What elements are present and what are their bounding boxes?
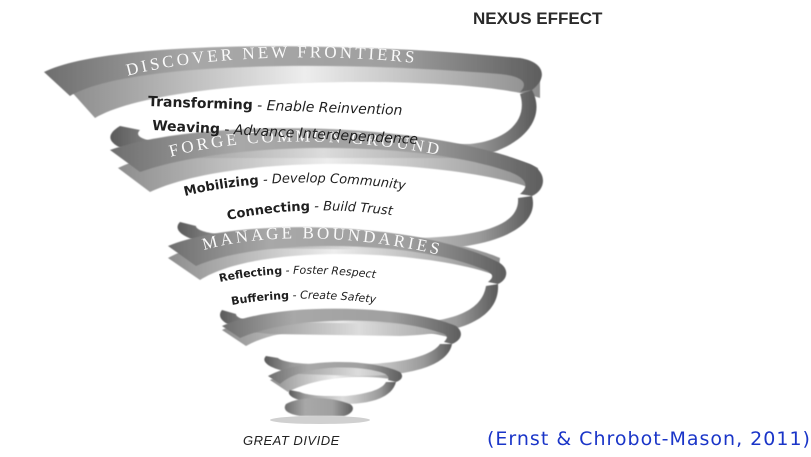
item-connecting: Connecting - Build Trust — [226, 199, 395, 224]
base-label: GREAT DIVIDE — [243, 433, 340, 448]
citation: (Ernst & Chrobot-Mason, 2011) — [487, 428, 811, 450]
spiral-graphic: NEXUS EFFECT DISCOVER NEW FRONTIERS FORG… — [44, 9, 603, 448]
base-shadow — [270, 416, 370, 424]
item-mobilizing: Mobilizing - Develop Community — [182, 171, 406, 199]
item-reflecting: Reflecting - Foster Respect — [218, 264, 377, 285]
diagram-title: NEXUS EFFECT — [473, 9, 603, 28]
item-buffering: Buffering - Create Safety — [230, 289, 377, 308]
ribbon-lower-coils — [222, 308, 461, 416]
nexus-effect-diagram: NEXUS EFFECT DISCOVER NEW FRONTIERS FORG… — [44, 9, 810, 450]
item-transforming: Transforming - Enable Reinvention — [148, 94, 403, 119]
